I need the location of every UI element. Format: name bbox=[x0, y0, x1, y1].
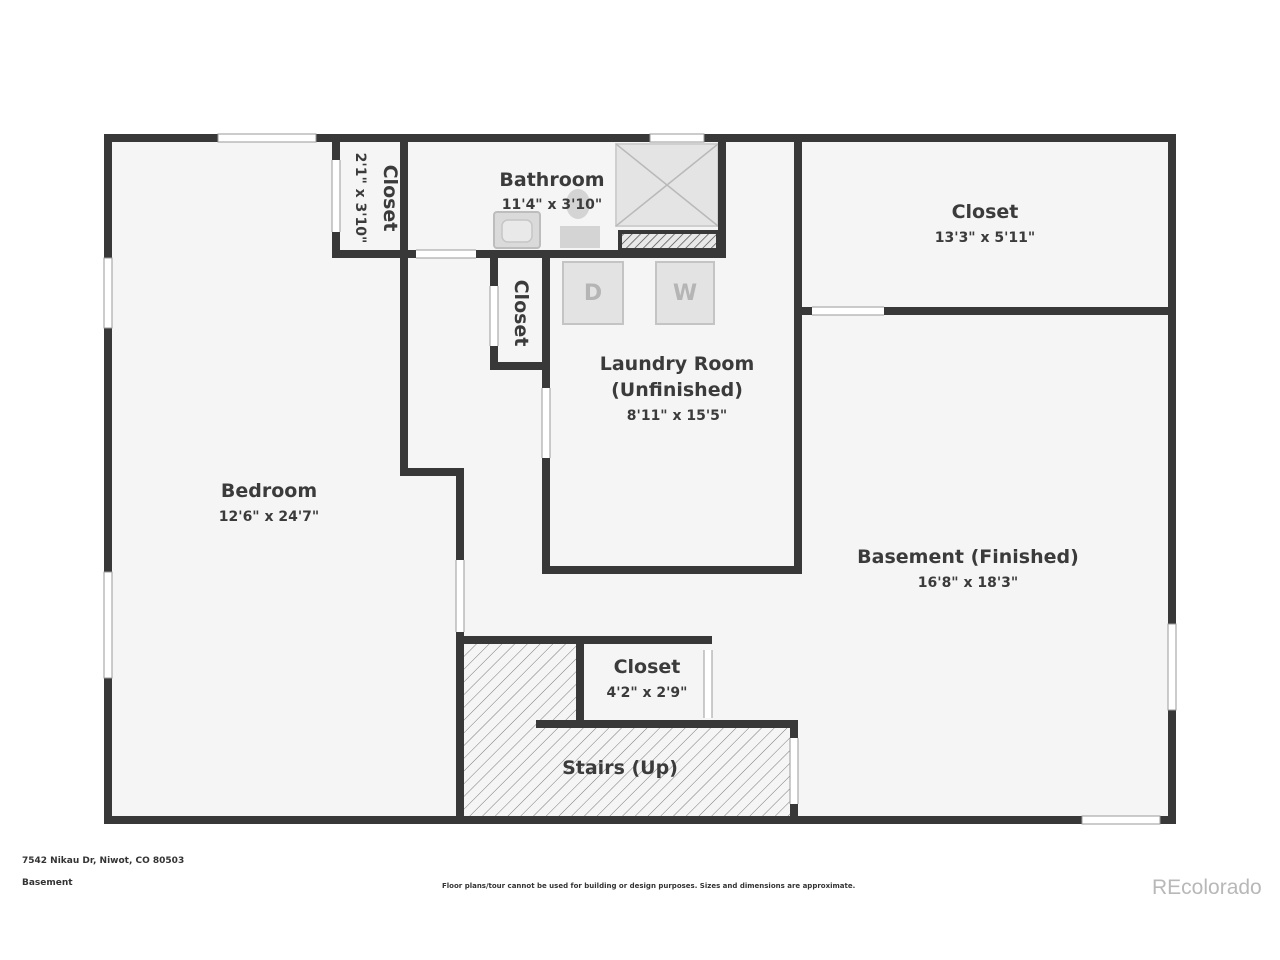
closet-small-name: Closet bbox=[379, 165, 401, 232]
property-address: 7542 Nikau Dr, Niwot, CO 80503 bbox=[22, 856, 185, 866]
bathroom-name: Bathroom bbox=[499, 169, 604, 191]
closet-stairs-name: Closet bbox=[614, 656, 681, 678]
openings bbox=[103, 133, 1177, 825]
closet-stairs-dims: 4'2" x 2'9" bbox=[607, 685, 688, 701]
washer-label: W bbox=[673, 281, 697, 306]
bedroom-dims: 12'6" x 24'7" bbox=[219, 509, 319, 525]
washer-appliance: W bbox=[655, 261, 715, 325]
brand-logo: REcolorado bbox=[1152, 876, 1262, 899]
sink-fixture bbox=[493, 211, 541, 249]
closet-laundry-name: Closet bbox=[510, 280, 532, 347]
door-gaps bbox=[332, 160, 884, 804]
disclaimer-text: Floor plans/tour cannot be used for buil… bbox=[442, 882, 856, 890]
dryer-appliance: D bbox=[562, 261, 624, 325]
closet-large-name: Closet bbox=[952, 201, 1019, 223]
toilet-fixture bbox=[560, 189, 600, 248]
shower-fixture bbox=[615, 143, 720, 252]
basement-name: Basement (Finished) bbox=[857, 546, 1079, 568]
laundry-dims: 8'11" x 15'5" bbox=[627, 408, 727, 424]
stairs-area bbox=[462, 640, 792, 818]
bedroom-name: Bedroom bbox=[221, 480, 317, 502]
door-frames bbox=[331, 160, 884, 804]
closet-large-dims: 13'3" x 5'11" bbox=[935, 230, 1035, 246]
basement-dims: 16'8" x 18'3" bbox=[918, 575, 1018, 591]
closet-small-dims: 2'1" x 3'10" bbox=[352, 153, 368, 244]
dryer-label: D bbox=[584, 281, 602, 306]
floor-level-label: Basement bbox=[22, 878, 73, 888]
laundry-name-line1: Laundry Room bbox=[600, 353, 755, 375]
stairs-name: Stairs (Up) bbox=[562, 757, 678, 779]
bathroom-dims: 11'4" x 3'10" bbox=[502, 197, 602, 213]
laundry-name-line2: (Unfinished) bbox=[611, 379, 743, 401]
walls bbox=[104, 134, 1176, 824]
